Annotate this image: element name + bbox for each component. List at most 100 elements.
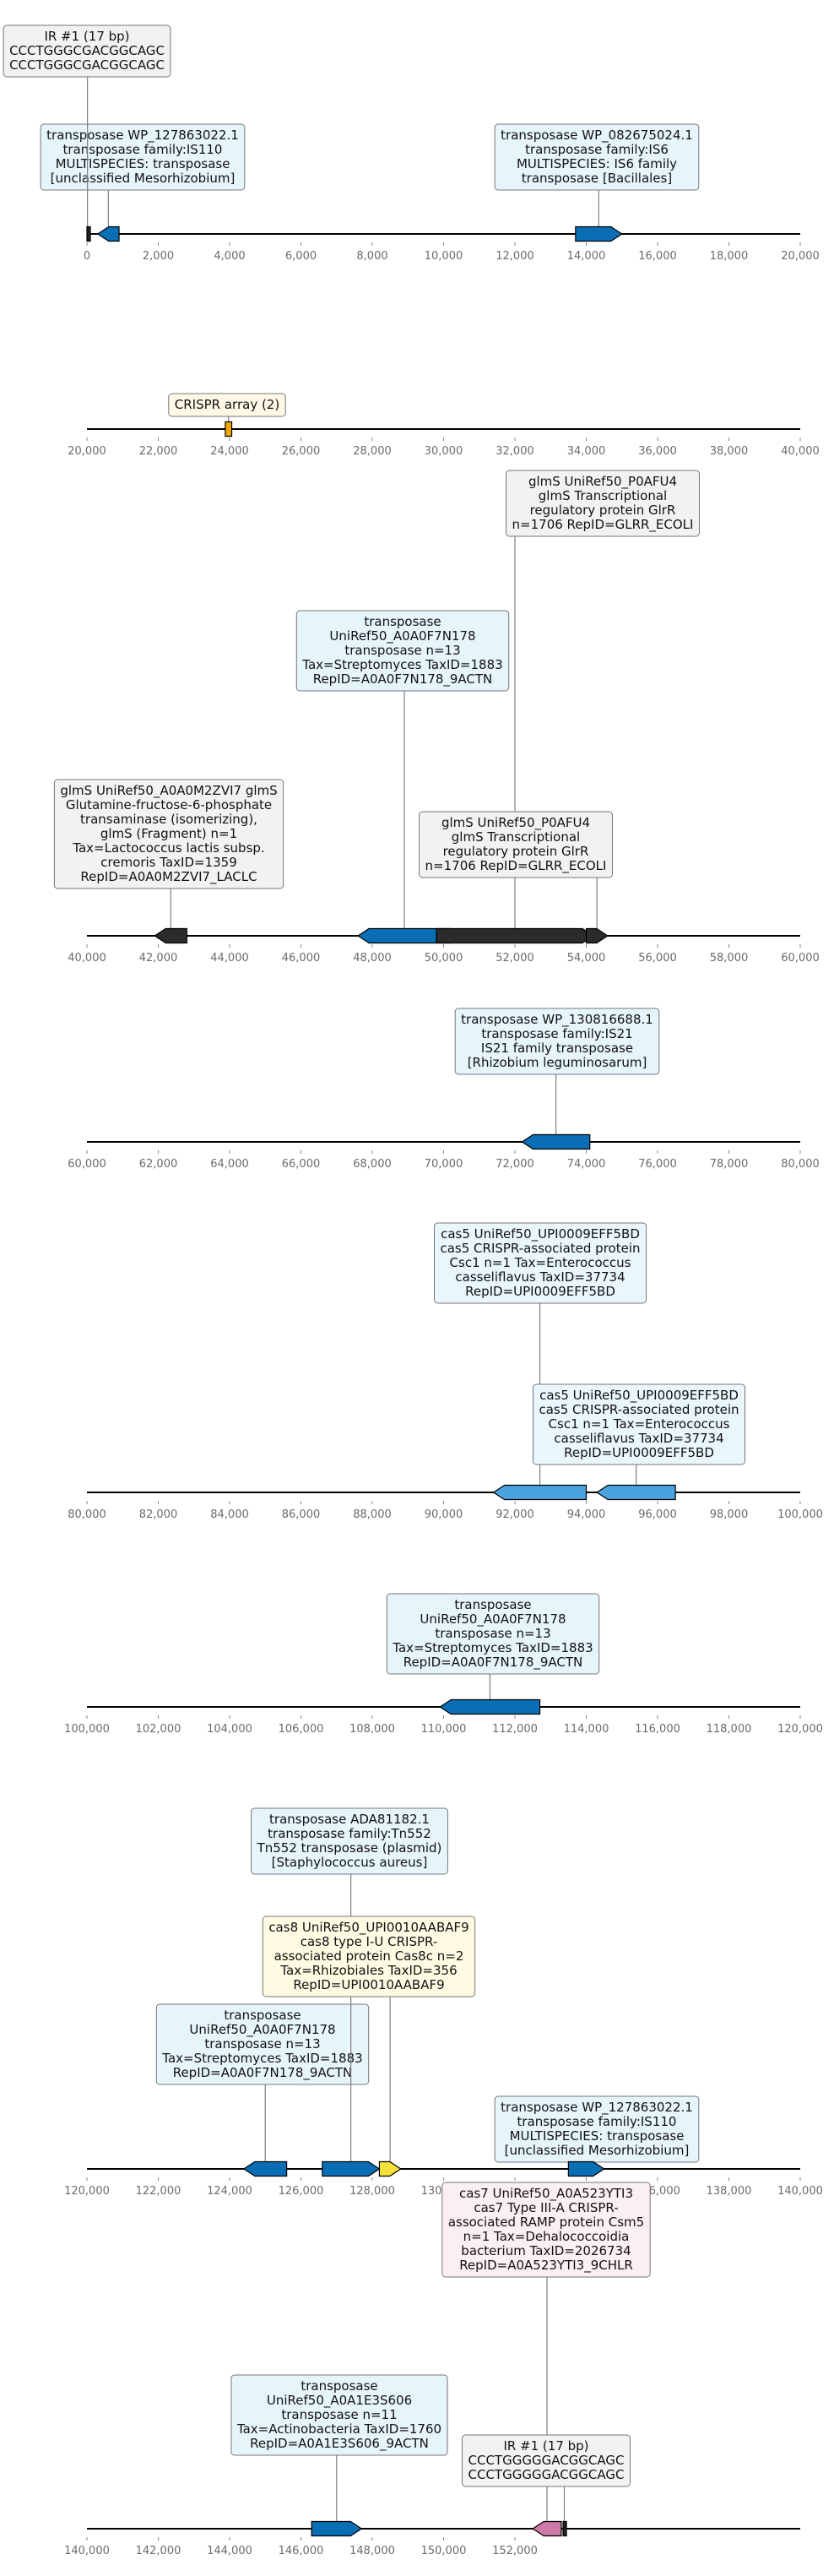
label-text: transaminase (isomerizing), [80, 812, 257, 827]
gene-arrow [436, 927, 595, 944]
tick-label: 60,000 [781, 952, 820, 965]
gene-arrow [567, 2160, 605, 2177]
label-text: Tax=Rhizobiales TaxID=356 [279, 1963, 457, 1978]
tick-label: 4,000 [214, 250, 245, 263]
tick-label: 80,000 [781, 1158, 820, 1171]
label-text: RepID=A0A0M2ZVI7_LACLC [80, 869, 257, 885]
label-text: transposase family:IS21 [481, 1026, 632, 1041]
label-text: Tax=Actinobacteria TaxID=1760 [236, 2421, 441, 2437]
tick-label: 32,000 [496, 445, 534, 458]
tick-label: 24,000 [210, 445, 249, 458]
tick-label: 14,000 [567, 250, 606, 263]
gene-arrow [86, 226, 91, 242]
tick-label: 20,000 [68, 445, 106, 458]
tick-label: 128,000 [349, 2185, 395, 2198]
label-text: cas5 UniRef50_UPI0009EFF5BD [539, 1388, 739, 1404]
tick-label: 22,000 [139, 445, 178, 458]
feature-layer [492, 1484, 676, 1501]
tick-label: 46,000 [282, 952, 321, 965]
tick-label: 84,000 [210, 1508, 249, 1521]
gene-arrow [562, 2520, 567, 2537]
label-text: RepID=A0A1E3S606_9ACTN [250, 2436, 429, 2452]
label-text: transposase family:IS110 [517, 2114, 677, 2129]
label-text: Tax=Lactococcus lactis subsp. [72, 840, 264, 856]
label-text: [unclassified Mesorhizobium] [505, 2143, 690, 2158]
tick-label: 2,000 [143, 250, 174, 263]
label-text: [Staphylococcus aureus] [272, 1855, 428, 1870]
label-text: regulatory protein GlrR [443, 844, 589, 859]
label-box [3, 24, 171, 78]
tick-label: 110,000 [421, 1723, 467, 1736]
label-text: CCCTGGGGGACGGCAGC [468, 2467, 625, 2482]
label-text: cas5 UniRef50_UPI0009EFF5BD [441, 1226, 640, 1242]
label-text: transposase ADA81182.1 [269, 1812, 430, 1827]
label-text: UniRef50_A0A0F7N178 [420, 1611, 566, 1628]
tick-label: 28,000 [353, 445, 392, 458]
tick-label: 96,000 [638, 1508, 677, 1521]
tick-label: 94,000 [567, 1508, 606, 1521]
tick-label: 122,000 [136, 2185, 181, 2198]
tick-label: 50,000 [425, 952, 463, 965]
label-box [168, 393, 286, 417]
label-text: transposase WP_082675024.1 [501, 128, 693, 144]
feature-layer [242, 2160, 605, 2177]
label-text: glmS Transcriptional [539, 488, 667, 503]
tick-label: 102,000 [136, 1723, 181, 1736]
label-box [155, 2003, 370, 2085]
label-text: cas7 UniRef50_A0A523YTI3 [459, 2186, 633, 2202]
feature-label: transposaseUniRef50_A0A0F7N178transposas… [386, 1593, 600, 1675]
tick-label: 106,000 [279, 1723, 324, 1736]
feature-layer [154, 927, 609, 944]
tick-label: 90,000 [425, 1508, 463, 1521]
gene-arrow [242, 2160, 288, 2177]
tick-label: 114,000 [564, 1723, 609, 1736]
tick-label: 148,000 [349, 2545, 395, 2557]
label-box [230, 2374, 448, 2456]
label-text: UniRef50_A0A1E3S606 [267, 2393, 412, 2409]
label-text: RepID=UPI0010AABAF9 [293, 1977, 444, 1992]
tick-label: 146,000 [279, 2545, 324, 2557]
label-box [494, 2095, 700, 2163]
label-text: associated protein Cas8c n=2 [274, 1948, 464, 1964]
gene-arrow [225, 421, 233, 437]
label-text: bacterium TaxID=2026734 [461, 2243, 631, 2258]
label-text: cas5 CRISPR-associated protein [440, 1241, 640, 1256]
tick-label: 140,000 [777, 2185, 823, 2198]
tick-label: 52,000 [496, 952, 534, 965]
label-text: glmS UniRef50_P0AFU4 [528, 474, 677, 490]
tick-label: 68,000 [353, 1158, 392, 1171]
label-box [419, 811, 613, 878]
label-text: regulatory protein GlrR [530, 503, 676, 518]
tick-label: 18,000 [710, 250, 749, 263]
tick-label: 98,000 [710, 1508, 749, 1521]
label-text: Tn552 transposase (plasmid) [257, 1840, 442, 1856]
label-text: Csc1 n=1 Tax=Enterococcus [450, 1255, 631, 1270]
tick-label: 40,000 [68, 952, 106, 965]
tick-label: 104,000 [207, 1723, 252, 1736]
feature-label: transposaseUniRef50_A0A0F7N178transposas… [295, 610, 510, 692]
label-text: cas7 Type III-A CRISPR- [474, 2200, 618, 2215]
feature-label: transposaseUniRef50_A0A1E3S606transposas… [230, 2374, 448, 2456]
gene-arrow [575, 226, 623, 242]
label-box [433, 1222, 647, 1304]
label-text: glmS UniRef50_A0A0M2ZVI7 glmS [60, 783, 277, 799]
label-text: glmS UniRef50_P0AFU4 [441, 815, 590, 831]
feature-label: transposaseUniRef50_A0A0F7N178transposas… [155, 2003, 370, 2085]
tick-label: 48,000 [353, 952, 392, 965]
label-layer: glmS UniRef50_A0A0M2ZVI7 glmSGlutamine-f… [53, 470, 700, 934]
tick-label: 70,000 [425, 1158, 463, 1171]
label-text: casseliflavus TaxID=37734 [554, 1431, 723, 1446]
feature-layer [521, 1133, 591, 1150]
label-text: RepID=UPI0009EFF5BD [564, 1445, 714, 1460]
label-box [506, 470, 700, 537]
feature-layer [439, 1698, 541, 1715]
tick-label: 72,000 [496, 1158, 534, 1171]
label-text: IR #1 (17 bp) [503, 2438, 588, 2454]
tick-label: 30,000 [425, 445, 463, 458]
